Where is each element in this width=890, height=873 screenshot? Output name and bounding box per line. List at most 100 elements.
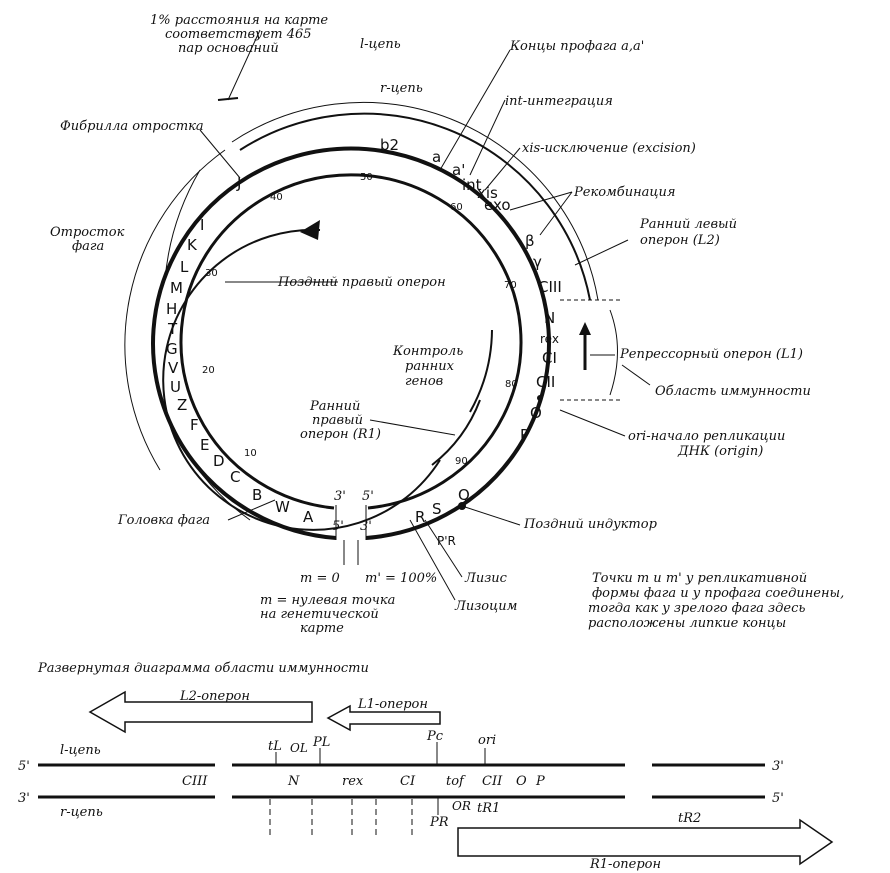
gene-M: M xyxy=(170,279,183,297)
gene-exo: exo xyxy=(484,196,511,214)
lysis-label: Лизис xyxy=(464,571,508,586)
end-3-left: 3' xyxy=(334,489,346,504)
tail-label-2: фага xyxy=(72,239,104,254)
tL-label: tL xyxy=(268,739,282,754)
linear-r-chain: r-цепь xyxy=(60,805,103,820)
gene-P: P xyxy=(520,426,529,444)
linear-CI: CI xyxy=(400,774,416,789)
end-3-right: 3' xyxy=(360,519,372,534)
late-right-label: Поздний правый оперон xyxy=(277,275,446,290)
gene-I: I xyxy=(200,216,204,234)
xis-label: xis-исключение (excision) xyxy=(522,141,696,156)
linear-tof: tof xyxy=(446,774,466,789)
linear-rex: rex xyxy=(342,774,364,789)
scale-note: 1% расстояния на карте соответствует 465… xyxy=(150,13,328,56)
genes-right: b2 a a' int xis exo β γ CIII N rex CI CI… xyxy=(380,136,562,548)
xis-pointer xyxy=(484,147,521,191)
gene-D: D xyxy=(213,452,225,470)
early-left-label-1: Ранний левый xyxy=(639,217,737,232)
recomb-pointer-2 xyxy=(509,191,573,211)
tick-30: 30 xyxy=(205,268,218,279)
early-left-arc-2 xyxy=(231,101,599,301)
m-prime-label: m' = 100% xyxy=(365,571,437,586)
int-label: int-интеграция xyxy=(505,94,613,109)
gene-N: N xyxy=(544,309,555,327)
gene-CII: CII xyxy=(536,373,555,391)
ori-pointer xyxy=(559,409,626,437)
gene-R: R xyxy=(415,508,425,526)
gene-O: O xyxy=(530,404,542,422)
end-5-bottom: 5' xyxy=(772,791,784,806)
head-arc xyxy=(169,419,251,521)
linear-N: N xyxy=(287,774,300,789)
early-control-3: генов xyxy=(405,374,443,389)
tick-40: 40 xyxy=(270,192,283,203)
gene-A: A xyxy=(303,508,314,526)
gene-b2: b2 xyxy=(380,136,399,154)
tail-fiber-label: Фибрилла отростка xyxy=(60,119,204,134)
circular-map xyxy=(124,29,651,601)
ends-pointer xyxy=(439,49,511,171)
map-ticks: 10 20 30 40 50 60 70 80 90 xyxy=(202,172,518,467)
L2-pointer xyxy=(574,239,629,266)
fiber-pointer xyxy=(199,129,241,179)
gene-F: F xyxy=(190,416,199,434)
early-control-arc xyxy=(469,329,493,413)
note-line-4: расположены липкие концы xyxy=(588,616,786,631)
early-left-label-2: оперон (L2) xyxy=(640,233,720,248)
tick-50: 50 xyxy=(360,172,373,183)
scale-pointer xyxy=(227,29,261,101)
gene-CIII: CIII xyxy=(538,278,562,296)
tail-arc xyxy=(124,149,226,471)
tick-10: 10 xyxy=(244,448,257,459)
scale-note-3: пар оснований xyxy=(178,41,279,56)
head-pointer xyxy=(227,499,276,521)
m-desc-1: m = нулевая точка xyxy=(260,593,395,608)
gene-rex: rex xyxy=(540,332,559,346)
PL-label: PL xyxy=(312,735,330,750)
OR-label: OR xyxy=(452,799,471,813)
linear-P: P xyxy=(535,774,545,789)
inner-ring xyxy=(179,173,523,510)
lysis-pointer xyxy=(424,519,463,578)
tick-80: 80 xyxy=(505,379,518,390)
tick-90: 90 xyxy=(455,456,468,467)
prophage-ends-label: Концы профага a,a' xyxy=(509,39,644,54)
gene-S: S xyxy=(432,500,442,518)
inducer-dot xyxy=(458,502,466,510)
linear-title: Развернутая диаграмма области иммунности xyxy=(37,661,369,676)
gene-a: a xyxy=(432,148,441,166)
tick-70: 70 xyxy=(504,280,517,291)
gene-beta: β xyxy=(525,232,535,250)
tail-arc-2 xyxy=(164,169,201,281)
early-right-arc xyxy=(431,399,481,466)
tR2-label: tR2 xyxy=(678,811,701,826)
L2-label: L2-оперон xyxy=(179,689,250,704)
gene-G: G xyxy=(166,340,178,358)
gene-xis: xis xyxy=(477,184,498,202)
gene-C: C xyxy=(230,468,240,486)
early-right-3: оперон (R1) xyxy=(300,427,381,442)
scale-bar xyxy=(217,97,239,101)
gene-E: E xyxy=(200,436,209,454)
gene-W: W xyxy=(275,498,290,516)
scale-note-2: соответствует 465 xyxy=(165,27,312,42)
recombination-label: Рекомбинация xyxy=(573,185,675,200)
early-control-1: Контроль xyxy=(392,344,463,359)
end-5-left: 5' xyxy=(332,519,344,534)
immunity-linear-diagram: Развернутая диаграмма области иммунности… xyxy=(18,661,834,872)
late-inducer-label: Поздний индуктор xyxy=(523,517,658,532)
lysozyme-label: Лизоцим xyxy=(454,599,517,614)
gene-B: B xyxy=(252,486,262,504)
scale-note-1: 1% расстояния на карте xyxy=(150,13,328,28)
inducer-pointer xyxy=(461,505,521,526)
OL-label: OL xyxy=(290,741,308,755)
gene-P-prime-R: P'R xyxy=(437,534,456,548)
early-right-2: правый xyxy=(312,413,363,428)
sticky-ends-note: Точки m и m' у репликативной формы фага … xyxy=(588,571,844,631)
PR-label: PR xyxy=(429,815,449,830)
l-chain-label: l-цепь xyxy=(360,37,401,52)
end-5-top: 5' xyxy=(18,759,30,774)
gene-K: K xyxy=(187,236,198,254)
